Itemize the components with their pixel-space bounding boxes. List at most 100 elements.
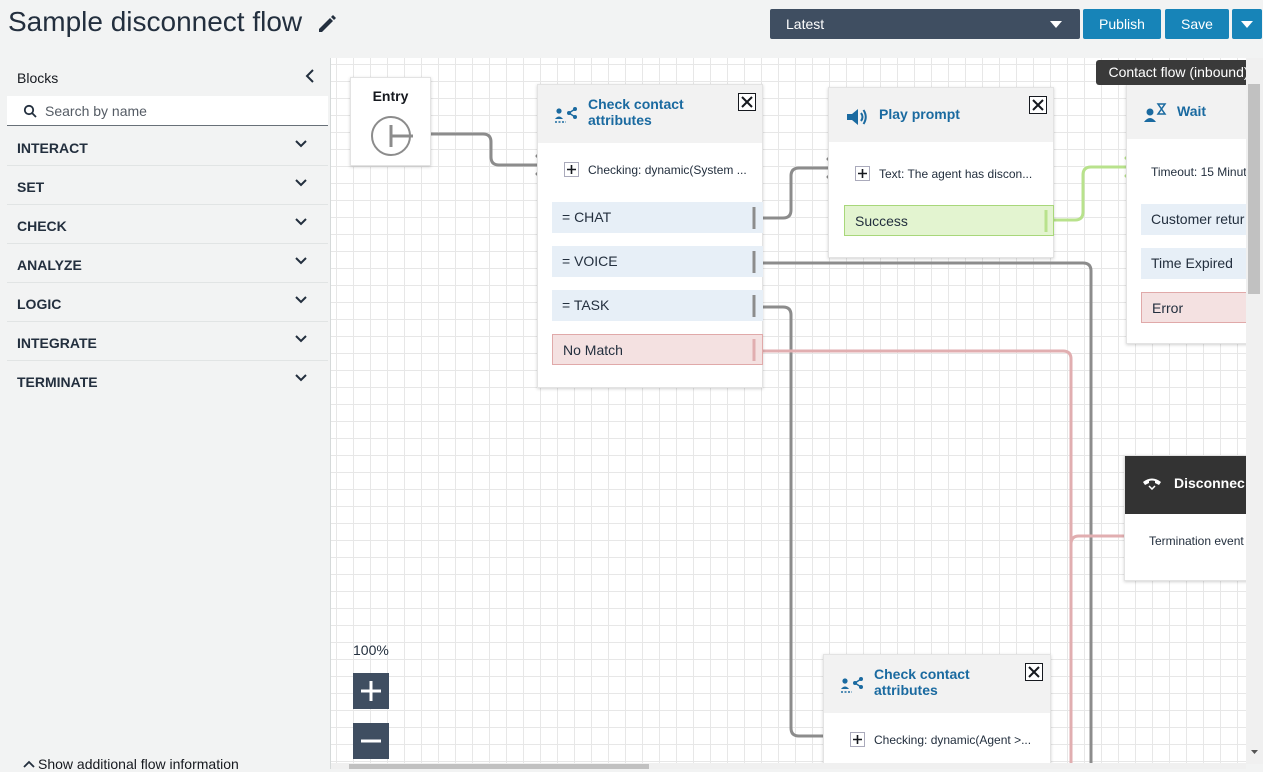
plus-mark xyxy=(565,163,578,176)
entry-start-icon[interactable] xyxy=(369,115,413,159)
branch-chat[interactable]: = CHAT xyxy=(552,202,763,233)
category-label: ANALYZE xyxy=(17,257,82,273)
disconnect-block[interactable]: Disconnec Termination event xyxy=(1124,455,1246,581)
branch-voice[interactable]: = VOICE xyxy=(552,246,763,277)
flow-type-tooltip: Contact flow (inbound) xyxy=(1096,60,1261,85)
blocks-label: Blocks xyxy=(17,70,58,86)
save-options-button[interactable] xyxy=(1232,9,1262,39)
chevron-up-icon xyxy=(23,760,35,769)
chevron-down-icon xyxy=(294,217,308,227)
x-mark xyxy=(1026,664,1042,680)
category-label: LOGIC xyxy=(17,296,61,312)
version-dropdown[interactable]: Latest xyxy=(770,9,1080,39)
chevron-down-icon xyxy=(294,178,308,188)
block-title: Check contact attributes xyxy=(874,666,994,698)
plus-mark xyxy=(851,733,864,746)
zoom-out-button[interactable] xyxy=(353,723,389,759)
scroll-down-arrow-icon[interactable] xyxy=(1250,748,1259,756)
category-check[interactable]: CHECK xyxy=(7,206,328,244)
x-mark xyxy=(739,94,755,110)
block-subtitle: Checking: dynamic(System ... xyxy=(588,163,747,177)
entry-block[interactable]: Entry xyxy=(350,77,431,166)
category-logic[interactable]: LOGIC xyxy=(7,284,328,322)
zoom-in-button[interactable] xyxy=(353,673,389,709)
chevron-down-icon xyxy=(294,334,308,344)
category-set[interactable]: SET xyxy=(7,167,328,205)
category-analyze[interactable]: ANALYZE xyxy=(7,245,328,283)
block-search xyxy=(7,96,328,126)
blocks-sidebar: Blocks INTERACT SET CHECK ANALYZE LOGIC … xyxy=(7,58,331,769)
block-subtitle: Termination event xyxy=(1149,534,1244,548)
branch-handle xyxy=(1043,208,1055,236)
check-attributes-icon xyxy=(554,105,578,125)
caret-down-icon xyxy=(1241,21,1253,28)
zoom-level: 100% xyxy=(353,642,389,658)
page-title: Sample disconnect flow xyxy=(8,6,302,38)
category-terminate[interactable]: TERMINATE xyxy=(7,362,328,400)
category-label: CHECK xyxy=(17,218,67,234)
check-contact-attributes-block[interactable]: Check contact attributes Checking: dynam… xyxy=(537,84,763,388)
show-flow-info-label: Show additional flow information xyxy=(38,756,239,772)
block-title: Check contact attributes xyxy=(588,96,708,128)
category-label: INTEGRATE xyxy=(17,335,97,351)
block-subtitle: Checking: dynamic(Agent >... xyxy=(874,733,1031,747)
block-title: Wait xyxy=(1177,103,1206,119)
close-icon[interactable] xyxy=(738,93,756,111)
search-input[interactable] xyxy=(45,100,315,122)
plus-mark xyxy=(856,167,869,180)
horizontal-scrollbar[interactable] xyxy=(331,763,1246,769)
category-interact[interactable]: INTERACT xyxy=(7,128,328,166)
connector-layer xyxy=(331,58,1246,764)
connector-success-to-wait xyxy=(1045,167,1134,220)
entry-title: Entry xyxy=(351,88,430,104)
pencil-icon[interactable] xyxy=(316,12,338,34)
category-label: TERMINATE xyxy=(17,374,98,390)
category-label: SET xyxy=(17,179,44,195)
hang-up-icon xyxy=(1141,474,1163,490)
branch-task[interactable]: = TASK xyxy=(552,290,763,321)
search-icon xyxy=(23,104,37,118)
chevron-down-icon xyxy=(294,139,308,149)
publish-button[interactable]: Publish xyxy=(1083,9,1161,39)
category-label: INTERACT xyxy=(17,140,88,156)
branch-customer-return[interactable]: Customer retur xyxy=(1141,204,1246,235)
connector-task-to-check2 xyxy=(753,307,833,736)
show-flow-info-link[interactable]: Show additional flow information xyxy=(23,756,239,772)
block-title: Play prompt xyxy=(879,106,960,122)
expand-icon[interactable] xyxy=(850,732,865,747)
close-icon[interactable] xyxy=(1029,96,1047,114)
block-subtitle: Timeout: 15 Minut xyxy=(1151,165,1246,179)
branch-success[interactable]: Success xyxy=(844,205,1054,236)
play-prompt-block[interactable]: Play prompt Text: The agent has discon..… xyxy=(828,87,1054,258)
chevron-left-icon[interactable] xyxy=(303,68,317,84)
x-mark xyxy=(1030,97,1046,113)
caret-down-icon xyxy=(1050,21,1062,28)
chevron-down-icon xyxy=(294,373,308,383)
save-button[interactable]: Save xyxy=(1165,9,1229,39)
branch-error[interactable]: Error xyxy=(1141,292,1246,323)
branch-no-match[interactable]: No Match xyxy=(552,334,763,365)
expand-icon[interactable] xyxy=(855,166,870,181)
branch-time-expired[interactable]: Time Expired xyxy=(1141,248,1246,279)
horizontal-scroll-thumb[interactable] xyxy=(349,764,649,769)
check-attributes-icon xyxy=(840,675,864,695)
version-dropdown-label: Latest xyxy=(786,16,824,32)
block-subtitle: Text: The agent has discon... xyxy=(879,167,1032,181)
category-integrate[interactable]: INTEGRATE xyxy=(7,323,328,361)
check-contact-attributes-block-2[interactable]: Check contact attributes Checking: dynam… xyxy=(823,654,1051,764)
wait-block[interactable]: Wait Timeout: 15 Minut Customer retur Ti… xyxy=(1126,84,1246,344)
chevron-down-icon xyxy=(294,256,308,266)
vertical-scroll-thumb[interactable] xyxy=(1248,84,1260,294)
minus-icon xyxy=(353,723,389,759)
expand-icon[interactable] xyxy=(564,162,579,177)
close-icon[interactable] xyxy=(1025,663,1043,681)
speaker-icon xyxy=(845,106,869,128)
branch-handles xyxy=(752,205,764,365)
flow-canvas[interactable]: Entry Check contact attributes Checking:… xyxy=(331,58,1246,764)
connector-chat-to-play xyxy=(753,168,836,218)
wait-icon xyxy=(1143,102,1167,124)
vertical-scrollbar[interactable] xyxy=(1246,58,1263,764)
chevron-down-icon xyxy=(294,295,308,305)
plus-icon xyxy=(353,673,389,709)
block-title: Disconnec xyxy=(1174,475,1245,491)
